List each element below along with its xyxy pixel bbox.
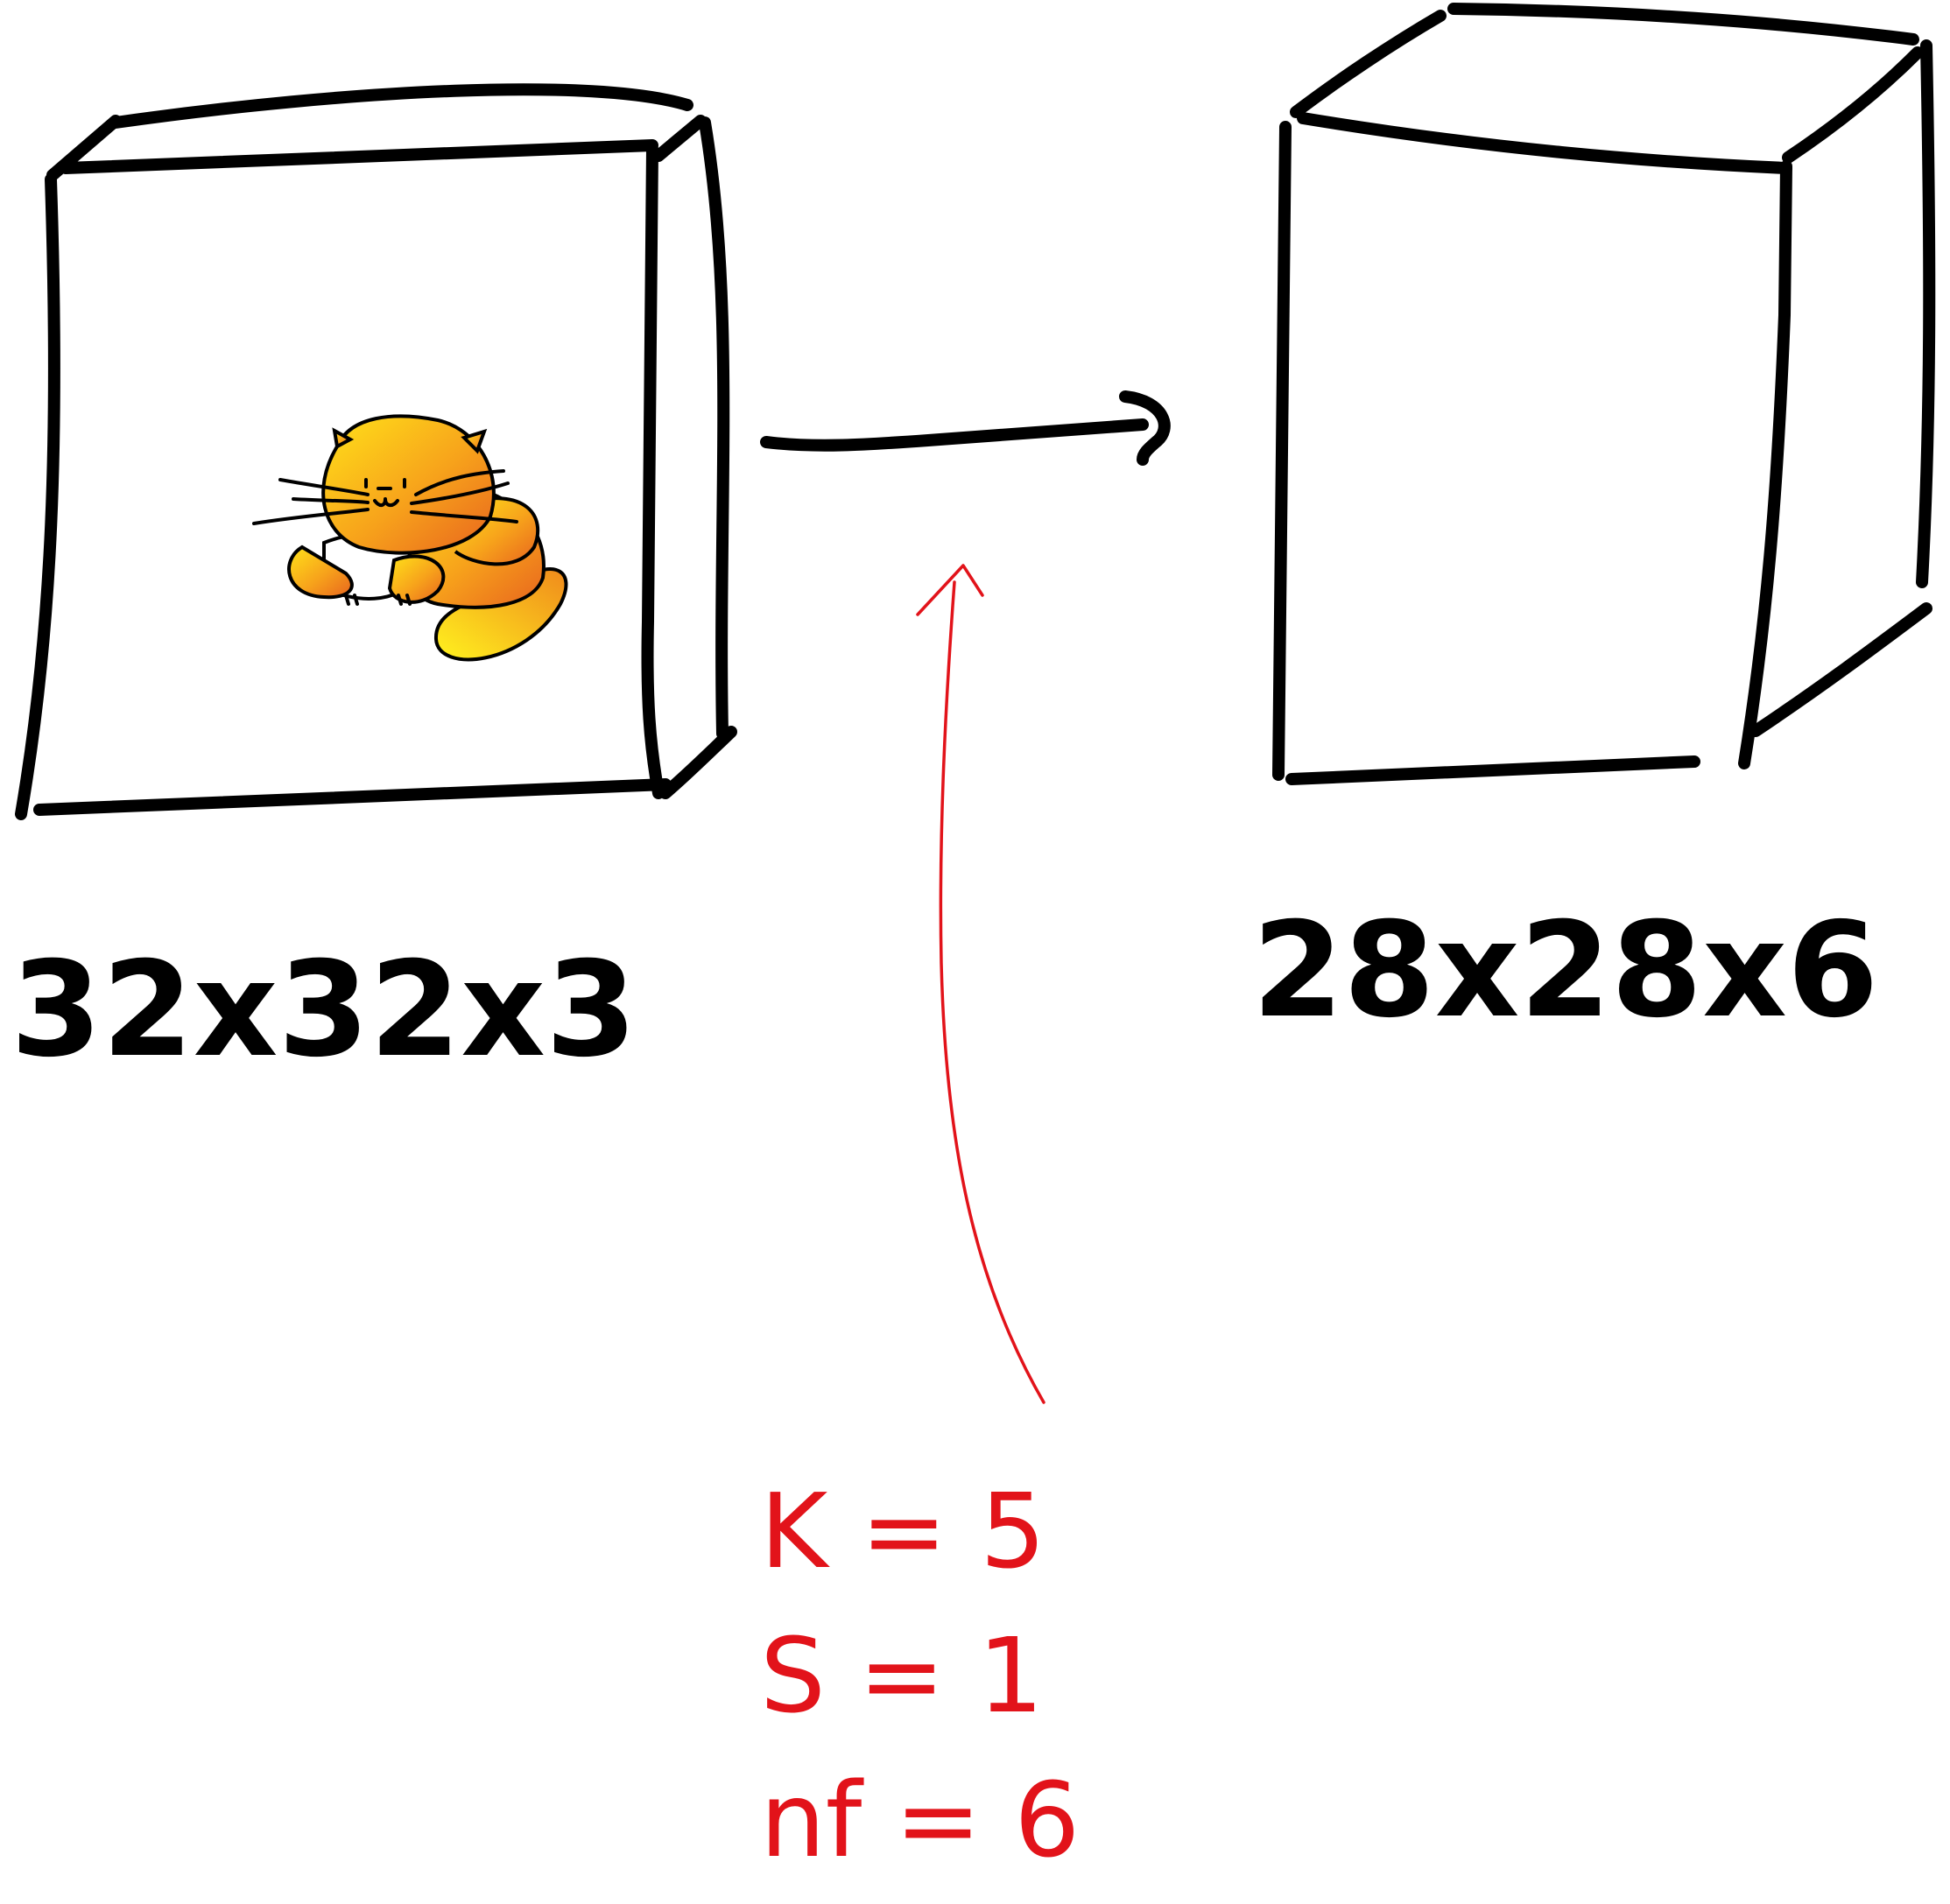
parameter-pointer-arrow	[916, 564, 1045, 1404]
transform-arrow	[760, 390, 1171, 466]
kernel-size-label: K = 5	[760, 1471, 1045, 1591]
stride-label: S = 1	[760, 1615, 1044, 1736]
output-dimension-label: 28x28x6	[1252, 895, 1878, 1047]
cat-icon	[252, 414, 568, 662]
convolution-parameters: K = 5 S = 1 nf = 6	[760, 1471, 1080, 1880]
num-filters-label: nf = 6	[760, 1760, 1080, 1880]
input-dimension-label: 32x32x3	[11, 934, 637, 1086]
output-volume-box	[1272, 3, 1936, 785]
input-volume-box	[15, 83, 737, 820]
